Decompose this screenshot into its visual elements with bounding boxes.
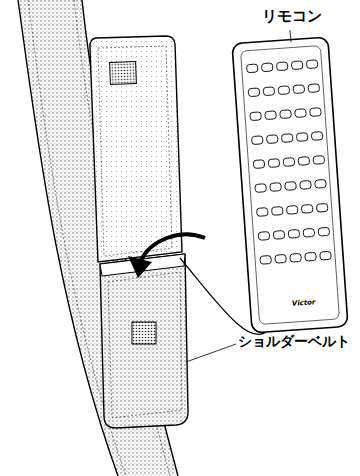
remote-button: [250, 112, 262, 121]
remote-button: [310, 108, 322, 117]
remote-button: [306, 60, 318, 69]
remote-button: [247, 64, 259, 73]
insert-arrow: [140, 234, 205, 262]
remote-button: [281, 134, 293, 143]
part-label: リモコン: [262, 8, 322, 25]
remote-button: [285, 182, 297, 191]
remote-button: [255, 184, 267, 193]
remote-button: [268, 159, 280, 168]
remote-button: [266, 135, 278, 144]
leader-line: [290, 30, 291, 42]
velcro-patch: [132, 322, 156, 344]
remote-button: [276, 62, 288, 71]
remote-button: [286, 206, 298, 215]
remote-button: [305, 252, 317, 261]
remote-panel: [241, 46, 340, 325]
remote-button: [290, 253, 302, 262]
brand-logo: Victor: [292, 299, 316, 308]
remote-button: [265, 111, 277, 120]
remote-button: [308, 84, 320, 93]
pouch-flap: [90, 36, 182, 262]
remote-body: [232, 37, 348, 333]
part-label: ショルダーベルト: [238, 334, 350, 349]
remote-button: [298, 157, 310, 166]
remote-button: [278, 86, 290, 95]
remote-button: [260, 256, 272, 265]
remote-button: [261, 63, 273, 72]
remote-button: [253, 160, 265, 169]
remote-button: [300, 181, 312, 190]
remote-button: [315, 179, 327, 188]
pouch-body: [100, 254, 188, 428]
remote-button: [280, 110, 292, 119]
remote-button: [293, 85, 305, 94]
remote-button: [263, 87, 275, 96]
remote-control: [232, 37, 348, 333]
remote-button: [318, 227, 330, 236]
flap-stitch: [98, 46, 172, 256]
remote-button: [252, 136, 264, 145]
remote-button: [303, 228, 315, 237]
remote-button: [275, 254, 287, 263]
remote-button: [283, 158, 295, 167]
remote-button: [248, 88, 260, 97]
remote-button: [272, 207, 284, 216]
arrow-head: [128, 256, 152, 278]
velcro-patch: [110, 62, 137, 85]
remote-button: [316, 203, 328, 212]
remote-button: [257, 208, 269, 217]
remote-button: [311, 132, 323, 141]
remote-button: [273, 231, 285, 240]
remote-button: [313, 156, 325, 165]
leader-line: [186, 344, 236, 362]
remote-button: [296, 133, 308, 142]
remote-button: [301, 204, 313, 213]
button-grid: [247, 60, 332, 264]
remote-button: [288, 229, 300, 238]
remote-button: [258, 232, 270, 241]
pouch-stitch: [108, 272, 182, 418]
remote-button: [291, 61, 303, 70]
remote-button: [295, 109, 307, 118]
remote-button: [270, 183, 282, 192]
remote-button: [320, 251, 332, 260]
